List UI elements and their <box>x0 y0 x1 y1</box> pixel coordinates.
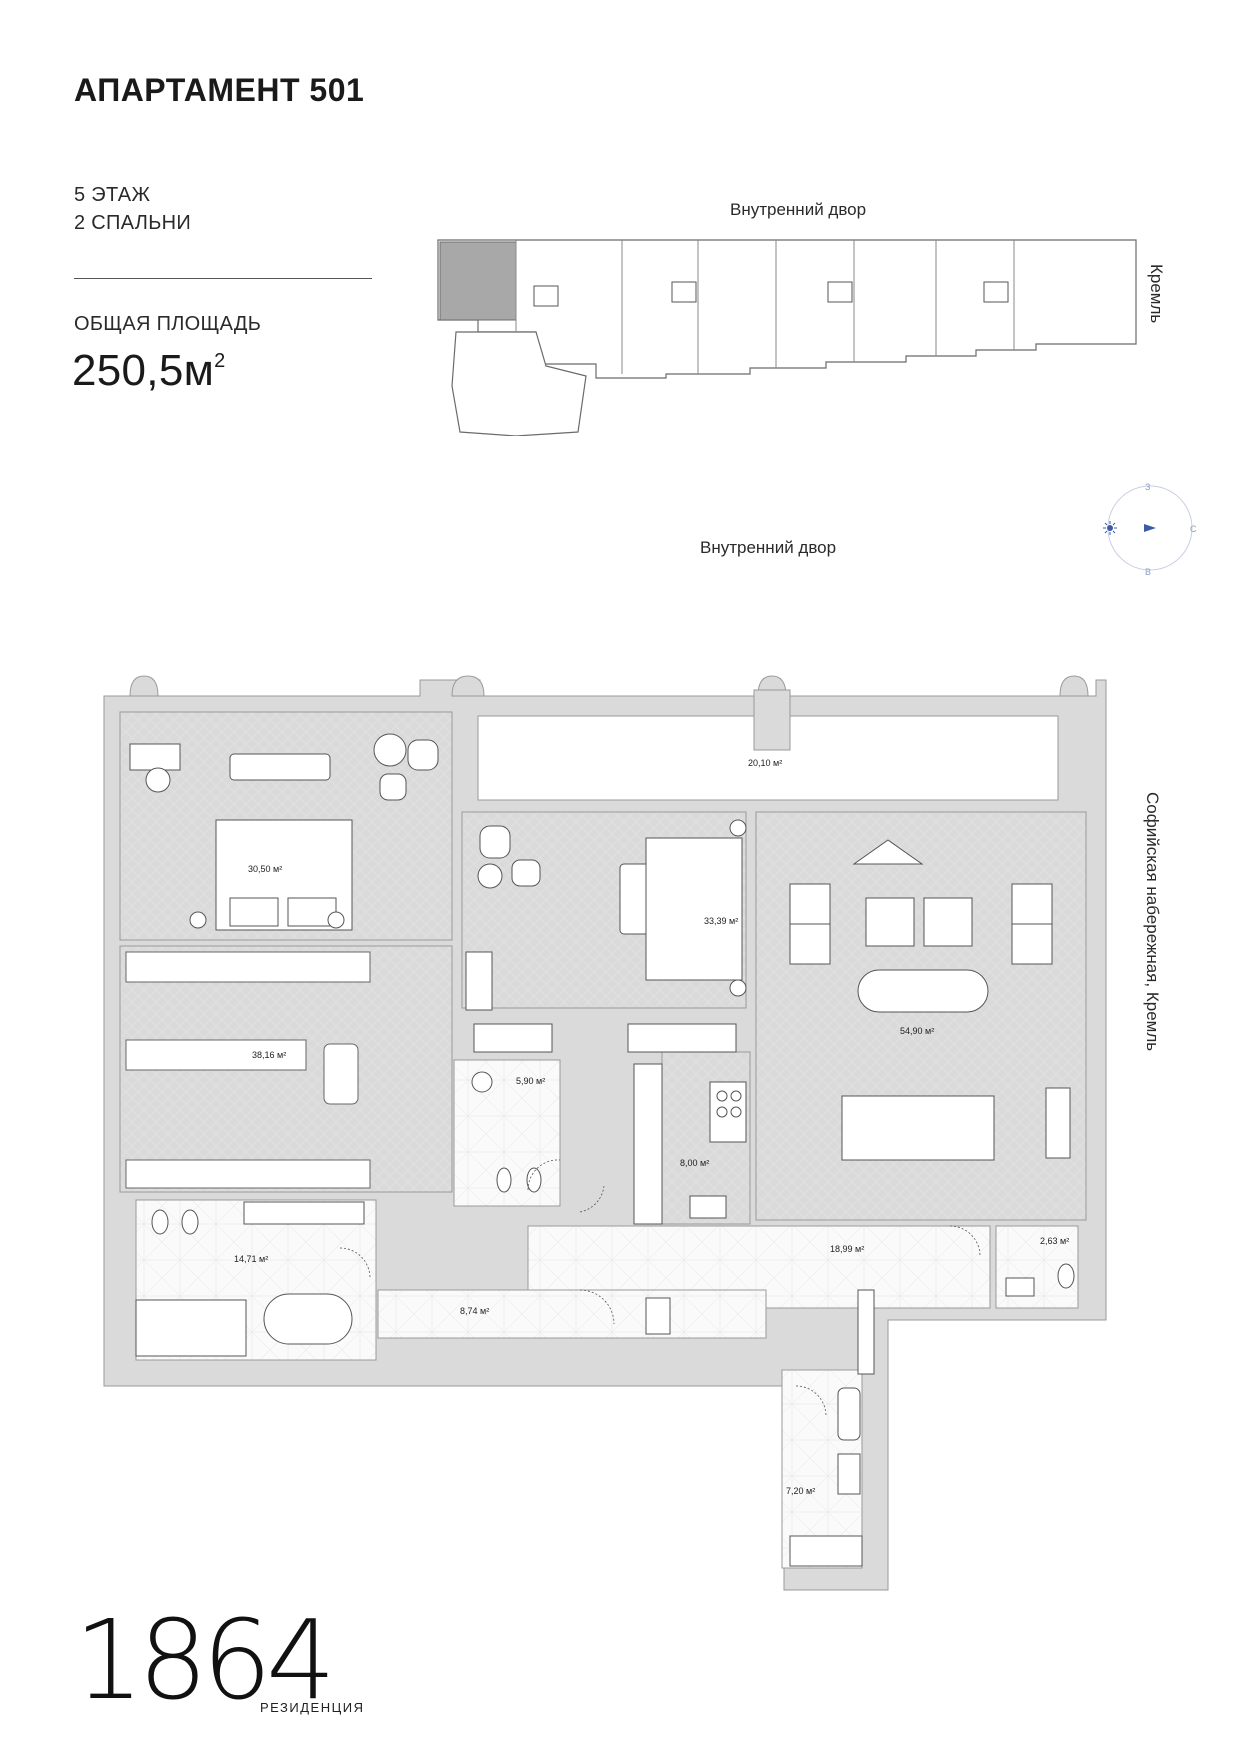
brand-logo-subtitle: РЕЗИДЕНЦИЯ <box>260 1700 365 1715</box>
brand-logo-number: 1864 <box>74 1596 336 1724</box>
door-swings <box>339 1159 981 1417</box>
room-area-guest-wc: 2,63 м² <box>1040 1236 1070 1246</box>
compass-arrow-icon <box>1144 524 1156 532</box>
room-area-balcony: 20,10 м² <box>748 758 783 768</box>
corridor <box>377 1289 767 1339</box>
bedroom-count: 2 СПАЛЬНИ <box>74 212 192 234</box>
room-area-master-bedroom: 30,50 м² <box>248 864 283 874</box>
wardrobes <box>125 951 371 1189</box>
bath-fixtures <box>135 1071 1075 1357</box>
living-furniture <box>789 839 1071 1161</box>
room-area-bedroom-2: 33,39 м² <box>704 916 739 926</box>
room-area-kitchen: 8,00 м² <box>680 1158 710 1168</box>
room-area-corridor: 8,74 м² <box>460 1306 490 1316</box>
floor-number: 5 ЭТАЖ <box>74 184 151 206</box>
compass-label-right: С <box>1190 524 1197 534</box>
compass <box>1103 485 1193 571</box>
facade-ornaments <box>129 675 1089 697</box>
key-plan-wing <box>451 331 587 436</box>
total-area-label: ОБЩАЯ ПЛОЩАДЬ <box>74 313 262 335</box>
kitchen-units <box>633 1063 875 1567</box>
room-area-master-bath: 14,71 м² <box>234 1254 269 1264</box>
key-plan-courtyard-label: Внутренний двор <box>730 200 867 219</box>
key-plan <box>437 239 1137 436</box>
bedroom-2-furniture <box>465 819 747 1053</box>
room-area-hall: 18,99 м² <box>830 1244 865 1254</box>
floor-plan-courtyard-label: Внутренний двор <box>700 538 837 557</box>
compass-label-top: З <box>1145 482 1151 492</box>
room-area-living: 54,90 м² <box>900 1026 935 1036</box>
total-area-value: 250,5м2 <box>72 346 226 395</box>
room-area-small-bath: 5,90 м² <box>516 1076 546 1086</box>
room-area-utility: 7,20 м² <box>786 1486 816 1496</box>
balcony-pier <box>753 689 791 751</box>
room-area-dressing: 38,16 м² <box>252 1050 287 1060</box>
page-title: АПАРТАМЕНТ 501 <box>74 72 365 108</box>
compass-label-bottom: В <box>1145 567 1152 577</box>
master-bedroom-furniture <box>129 733 439 931</box>
sun-icon <box>1103 521 1117 535</box>
header-divider <box>74 278 372 279</box>
